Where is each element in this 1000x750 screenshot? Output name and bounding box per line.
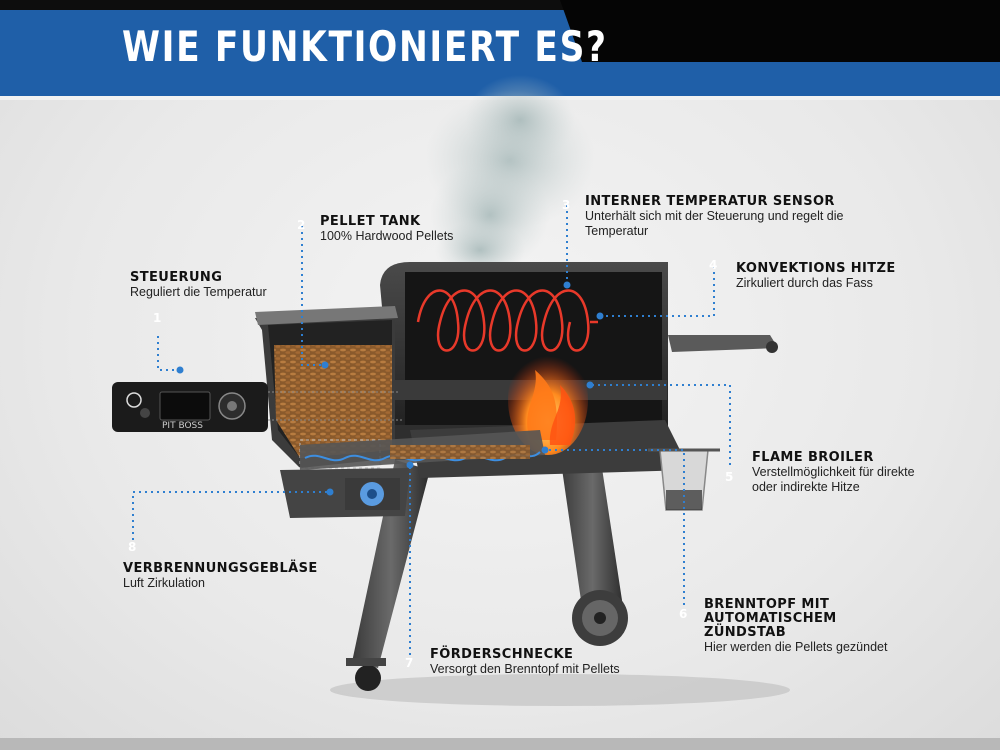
grill-legs	[346, 455, 628, 691]
step-number: 5	[725, 470, 734, 484]
controller-unit	[112, 382, 402, 432]
step-number: 4	[709, 258, 718, 272]
footer-bar	[0, 738, 1000, 750]
step-number: 8	[128, 540, 137, 554]
convection-heat-coil	[416, 289, 590, 352]
callout-title: BRENNTOPF MIT AUTOMATISCHEM ZÜNDSTAB	[704, 597, 837, 640]
ground-shadow	[330, 674, 790, 706]
callout-temperatur-sensor: INTERNER TEMPERATUR SENSOR Unterhält sic…	[585, 195, 885, 239]
combustion-fan	[345, 478, 400, 510]
callout-title: PELLET TANK	[320, 214, 421, 229]
grease-bucket	[648, 448, 720, 511]
callout-flame-broiler: FLAME BROILER Verstellmöglichkeit für di…	[752, 451, 937, 495]
callout-pellet-tank: PELLET TANK 100% Hardwood Pellets	[320, 215, 500, 244]
callout-description: Unterhält sich mit der Steuerung und reg…	[585, 209, 844, 238]
step-number: 6	[679, 607, 688, 621]
side-shelf	[668, 335, 778, 352]
callout-title: VERBRENNUNGSGEBLÄSE	[123, 561, 318, 576]
callout-verbrennungsgeblaese: VERBRENNUNGSGEBLÄSE Luft Zirkulation	[123, 562, 343, 591]
callout-title: FLAME BROILER	[752, 450, 874, 465]
callout-description: Reguliert die Temperatur	[130, 285, 267, 299]
callout-description: Hier werden die Pellets gezündet	[704, 640, 888, 654]
callout-title: STEUERUNG	[130, 270, 223, 285]
callout-leader-lines	[132, 205, 731, 655]
callout-description: 100% Hardwood Pellets	[320, 229, 454, 243]
step-number: 7	[405, 656, 414, 670]
callout-foerderschnecke: FÖRDERSCHNECKE Versorgt den Brenntopf mi…	[430, 648, 650, 677]
callout-brenntopf: BRENNTOPF MIT AUTOMATISCHEM ZÜNDSTAB Hie…	[704, 598, 894, 655]
smoke-cloud	[425, 75, 595, 280]
callout-description: Versorgt den Brenntopf mit Pellets	[430, 662, 620, 676]
step-number: 3	[562, 198, 571, 212]
callout-title: INTERNER TEMPERATUR SENSOR	[585, 194, 835, 209]
callout-title: KONVEKTIONS HITZE	[736, 261, 896, 276]
callout-dots	[176, 281, 604, 496]
callout-description: Verstellmöglichkeit für direkte oder ind…	[752, 465, 915, 494]
callout-title: FÖRDERSCHNECKE	[430, 647, 574, 662]
auger-tube	[300, 430, 545, 470]
callout-konvektions-hitze: KONVEKTIONS HITZE Zirkuliert durch das F…	[736, 262, 936, 291]
page-title: WIE FUNKTIONIERT ES?	[122, 22, 608, 71]
step-number: 2	[297, 218, 306, 232]
callout-description: Luft Zirkulation	[123, 576, 205, 590]
step-number: 1	[153, 311, 162, 325]
controller-brand: PIT BOSS	[162, 421, 203, 431]
header-black-panel	[560, 0, 1000, 62]
flame	[508, 345, 588, 455]
callout-steuerung: STEUERUNG Reguliert die Temperatur	[130, 271, 300, 300]
header-top-stripe	[0, 0, 1000, 10]
callout-description: Zirkuliert durch das Fass	[736, 276, 873, 290]
